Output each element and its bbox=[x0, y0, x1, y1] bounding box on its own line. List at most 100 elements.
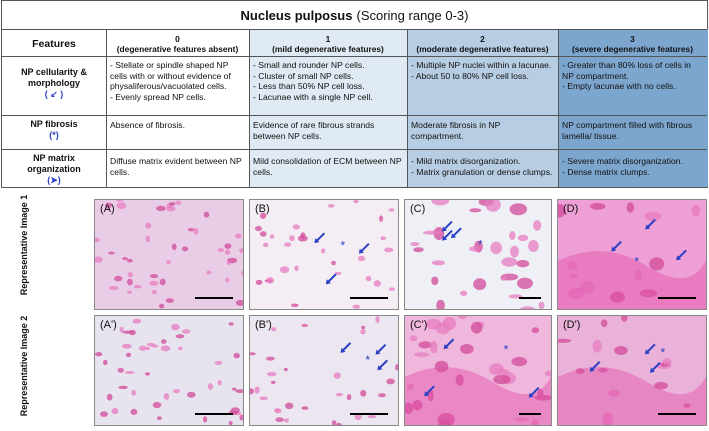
cell-blob bbox=[187, 228, 194, 232]
cell-blob bbox=[608, 389, 620, 397]
feature-matrix: NP matrix organization (➤) bbox=[2, 151, 106, 188]
cell-blob bbox=[531, 418, 540, 425]
grade-1-desc: (mild degenerative features) bbox=[272, 44, 384, 54]
cell-blob bbox=[255, 279, 263, 285]
cell-text: - Less than 50% NP cell loss. bbox=[253, 81, 365, 91]
cell-text: Moderate fibrosis in NP compartment. bbox=[411, 120, 501, 141]
cell-blob bbox=[654, 381, 668, 390]
cell-blob bbox=[569, 273, 578, 279]
blue-arrowhead-mark bbox=[442, 235, 448, 241]
cell-blob bbox=[426, 318, 442, 330]
cell-text: - About 50 to 80% NP cell loss. bbox=[411, 70, 529, 81]
fibrous-tissue bbox=[558, 251, 706, 309]
panel-label: (C) bbox=[410, 203, 426, 215]
cell-blob bbox=[683, 403, 691, 408]
feature-matrix-label: NP matrix organization bbox=[27, 153, 81, 174]
blue-arrowhead-mark bbox=[611, 246, 617, 252]
cell-blob bbox=[460, 290, 468, 296]
cell-blob bbox=[413, 247, 424, 253]
cell-blob bbox=[489, 363, 504, 376]
cell-blob bbox=[284, 418, 289, 423]
cell-text: - Greater than 80% loss of cells in NP c… bbox=[562, 60, 691, 81]
cell-blob bbox=[187, 391, 196, 398]
histology-panel: *(B') bbox=[249, 315, 399, 426]
cell-blob bbox=[405, 402, 414, 415]
cell-blob bbox=[235, 299, 243, 306]
micrograph-illustration bbox=[95, 318, 243, 425]
cell-blob bbox=[171, 323, 180, 331]
cell-blob bbox=[126, 258, 133, 263]
cell-blob bbox=[144, 372, 151, 376]
cell-blob bbox=[160, 345, 171, 352]
cell-blob bbox=[610, 291, 625, 303]
blue-arrowhead-mark bbox=[451, 233, 457, 239]
cell-blob bbox=[119, 326, 124, 333]
cell-blob bbox=[386, 378, 395, 385]
histology-panel: (A') bbox=[94, 315, 244, 426]
cell-blob bbox=[149, 274, 159, 279]
cell-blob bbox=[152, 401, 162, 409]
cell-text: - Matrix granulation or dense clumps. bbox=[411, 166, 553, 177]
panel-label: (C') bbox=[410, 319, 428, 331]
micrograph-illustration: * bbox=[410, 200, 545, 309]
cell-blob bbox=[501, 257, 518, 267]
cell-blob bbox=[375, 316, 380, 323]
cell-blob bbox=[149, 280, 158, 286]
cell-matrix-2: - Mild matrix disorganization. - Matrix … bbox=[407, 154, 558, 179]
cell-text: - Severe matrix disorganization. bbox=[562, 156, 683, 166]
cell-blob bbox=[626, 202, 635, 213]
cell-text: - Stellate or spindle shaped NP cells wi… bbox=[110, 60, 231, 91]
cell-blob bbox=[510, 245, 519, 258]
scale-bar bbox=[195, 297, 233, 299]
cell-blob bbox=[159, 278, 166, 286]
cell-blob bbox=[181, 329, 191, 334]
cell-text: Evidence of rare fibrous strands between… bbox=[253, 120, 375, 141]
cell-blob bbox=[177, 346, 183, 351]
cell-blob bbox=[361, 325, 366, 330]
cell-blob bbox=[203, 211, 210, 218]
grade-3-header: 3 (severe degenerative features) bbox=[558, 32, 707, 56]
cell-blob bbox=[239, 247, 243, 254]
cell-blob bbox=[122, 257, 128, 261]
micrograph-illustration: * bbox=[558, 316, 706, 425]
cell-blob bbox=[406, 383, 415, 390]
cell-blob bbox=[235, 389, 243, 393]
cell-blob bbox=[517, 234, 529, 242]
cell-matrix-1: Mild consolidation of ECM between NP cel… bbox=[249, 154, 407, 179]
cell-text: - Mild matrix disorganization. bbox=[411, 156, 521, 166]
cell-blob bbox=[365, 275, 372, 282]
cell-blob bbox=[414, 352, 429, 357]
cellularity-arrow-icon: ( ↙ ) bbox=[44, 89, 64, 99]
blue-arrowhead-mark bbox=[358, 248, 364, 254]
cell-blob bbox=[266, 277, 274, 284]
cell-cellularity-0: - Stellate or spindle shaped NP cells wi… bbox=[106, 58, 249, 104]
blue-arrowhead-mark bbox=[424, 391, 430, 397]
blue-arrowhead-mark bbox=[589, 366, 595, 372]
cell-blob bbox=[360, 329, 366, 335]
cell-blob bbox=[378, 393, 386, 398]
cell-blob bbox=[409, 335, 418, 342]
blue-arrowhead-mark bbox=[644, 349, 650, 355]
cell-fibrosis-2: Moderate fibrosis in NP compartment. bbox=[407, 118, 558, 143]
cell-blob bbox=[259, 396, 268, 401]
cell-blob bbox=[544, 370, 551, 377]
cell-blob bbox=[250, 352, 256, 356]
blue-arrowhead-mark bbox=[375, 349, 381, 355]
scale-bar bbox=[519, 297, 541, 299]
cell-blob bbox=[129, 329, 136, 336]
scale-bar bbox=[350, 413, 388, 415]
cell-blob bbox=[460, 344, 474, 354]
cell-blob bbox=[109, 286, 119, 290]
cell-blob bbox=[431, 276, 439, 286]
cell-blob bbox=[159, 303, 165, 309]
cell-blob bbox=[357, 255, 366, 262]
cell-fibrosis-3: NP compartment filled with fibrous lamel… bbox=[558, 118, 707, 143]
cell-blob bbox=[434, 360, 449, 373]
cell-blob bbox=[520, 306, 536, 309]
cell-blob bbox=[511, 356, 528, 367]
cell-blob bbox=[259, 231, 267, 237]
blue-arrowhead-mark bbox=[314, 238, 320, 244]
cell-blob bbox=[146, 342, 155, 347]
cell-blob bbox=[106, 393, 113, 401]
cell-blob bbox=[263, 242, 269, 248]
